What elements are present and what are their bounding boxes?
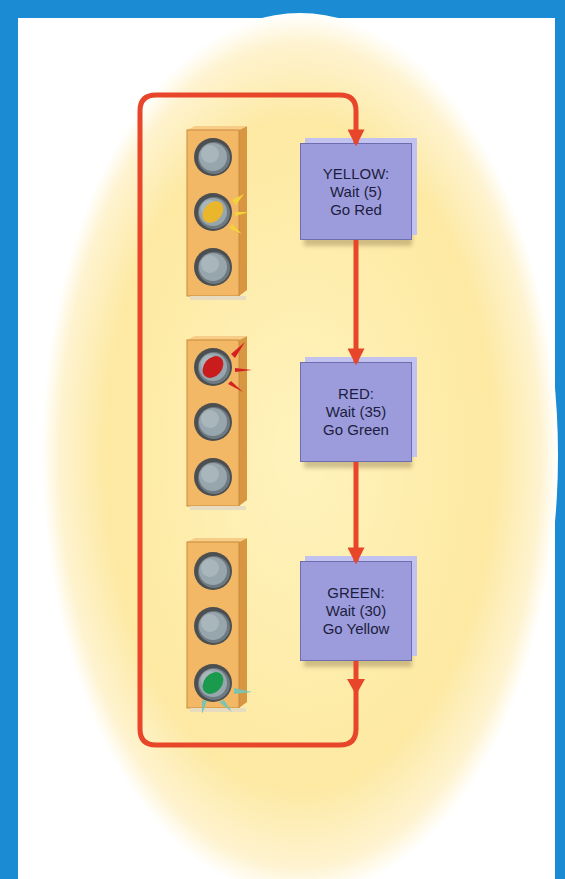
flow-arrow	[354, 462, 359, 561]
state-action: Wait (35)	[326, 403, 386, 421]
flow-arrow	[140, 95, 356, 745]
arrow-head	[347, 679, 365, 695]
flow-arrow	[354, 240, 359, 362]
traffic-light	[187, 126, 250, 300]
traffic-light	[187, 336, 252, 510]
state-action: Go Yellow	[323, 620, 390, 638]
state-action: Go Red	[330, 201, 382, 219]
state-action: Go Green	[323, 421, 389, 439]
traffic-light	[187, 538, 252, 714]
process-box: GREEN:Wait (30)Go Yellow	[300, 561, 412, 661]
process-box: RED:Wait (35)Go Green	[300, 362, 412, 462]
background-glow	[42, 13, 558, 879]
state-action: Wait (5)	[330, 183, 382, 201]
process-box: YELLOW:Wait (5)Go Red	[300, 143, 412, 240]
state-name: RED:	[338, 385, 374, 403]
state-action: Wait (30)	[326, 602, 386, 620]
state-name: YELLOW:	[323, 165, 389, 183]
state-name: GREEN:	[327, 584, 385, 602]
